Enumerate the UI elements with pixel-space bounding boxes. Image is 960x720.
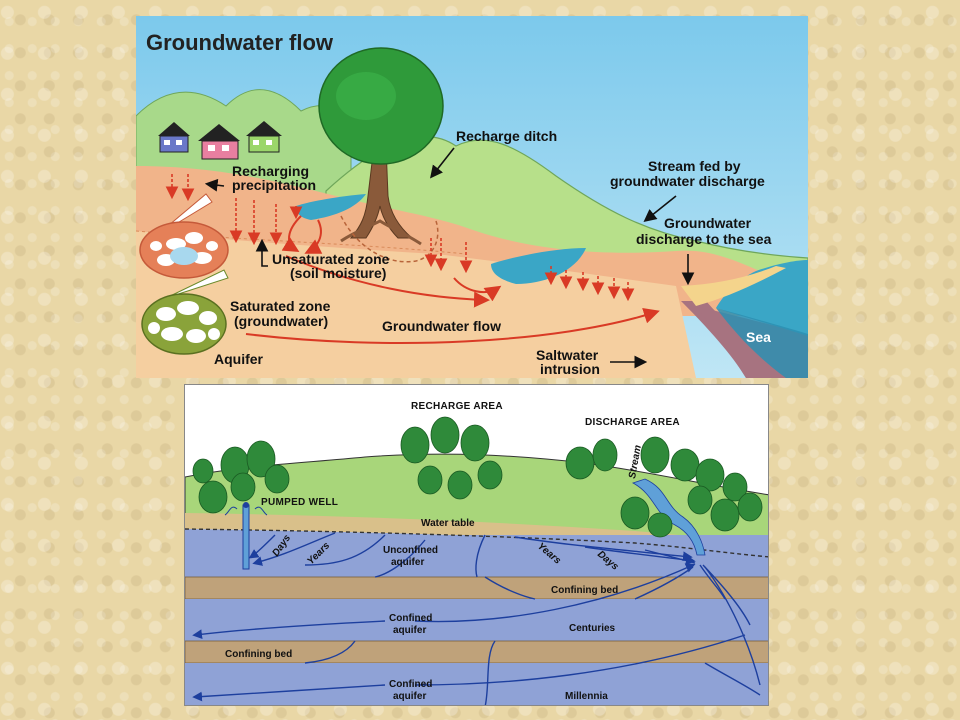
label-gw-discharge-1: Groundwater [664,215,752,231]
aquifer-system-svg: RECHARGE AREA DISCHARGE AREA PUMPED WELL… [185,385,768,705]
trees [192,416,763,538]
house-pink [198,124,240,160]
label-saturated-2: (groundwater) [234,313,328,329]
groundwater-flow-svg: Groundwater flow Recharge ditch Rechargi… [136,16,808,378]
sea [716,260,808,336]
label-pumped-well: PUMPED WELL [261,497,338,508]
label-pointers [204,147,695,369]
water-table-line [185,528,768,558]
label-confined-2a: Confined [389,679,432,690]
label-aquifer: Aquifer [214,351,264,367]
recharge-ditch-water [296,194,366,220]
label-unconfined-1: Unconfined [383,545,438,556]
unsaturated-band [185,513,768,557]
label-confined-1b: aquifer [393,625,426,636]
label-centuries: Centuries [569,623,616,634]
label-sea: Sea [746,329,771,345]
label-saltwater-2: intrusion [540,361,600,377]
label-recharge-ditch: Recharge ditch [456,128,557,144]
label-recharge-area: RECHARGE AREA [411,401,503,412]
label-confined-1a: Confined [389,613,432,624]
label-water-table: Water table [421,518,475,529]
flow-lines [192,532,761,705]
diagram-title: Groundwater flow [146,30,334,55]
soil-moisture-arrows [245,215,660,344]
sea-deep [716,308,808,378]
label-confining-bed-left: Confining bed [225,649,292,660]
label-recharging-1: Recharging [232,163,309,179]
confined-aquifer-lower [185,663,768,705]
label-millennia: Millennia [565,691,608,702]
label-gw-discharge-2: discharge to the sea [636,231,772,247]
confining-bed-upper [185,576,768,600]
house-green [246,121,282,153]
zone-boundary [136,230,467,255]
tree [318,47,444,246]
label-unsaturated-1: Unsaturated zone [272,251,390,267]
recharge-arrows [165,174,635,302]
label-discharge-area: DISCHARGE AREA [585,417,680,428]
label-confining-bed-right: Confining bed [551,585,618,596]
groundwater-flow-diagram: Groundwater flow Recharge ditch Rechargi… [136,16,808,378]
beach [681,266,786,306]
label-unconfined-2: aquifer [391,557,424,568]
aquifer-system-diagram: RECHARGE AREA DISCHARGE AREA PUMPED WELL… [184,384,769,706]
label-saltwater-1: Saltwater [536,347,599,363]
label-stream-fed-1: Stream fed by [648,158,741,174]
label-confined-2b: aquifer [393,691,426,702]
label-recharging-2: precipitation [232,177,316,193]
label-unsaturated-2: (soil moisture) [290,265,386,281]
stream-water [491,248,586,284]
unsaturated-bubble [139,193,229,279]
label-saturated-1: Saturated zone [230,298,331,314]
label-stream-fed-2: groundwater discharge [610,173,765,189]
house-blue [158,122,190,153]
pumped-well [224,502,268,570]
aquifer-bubble [141,269,229,355]
root-zone [340,215,439,263]
label-groundwater-flow: Groundwater flow [382,318,501,334]
